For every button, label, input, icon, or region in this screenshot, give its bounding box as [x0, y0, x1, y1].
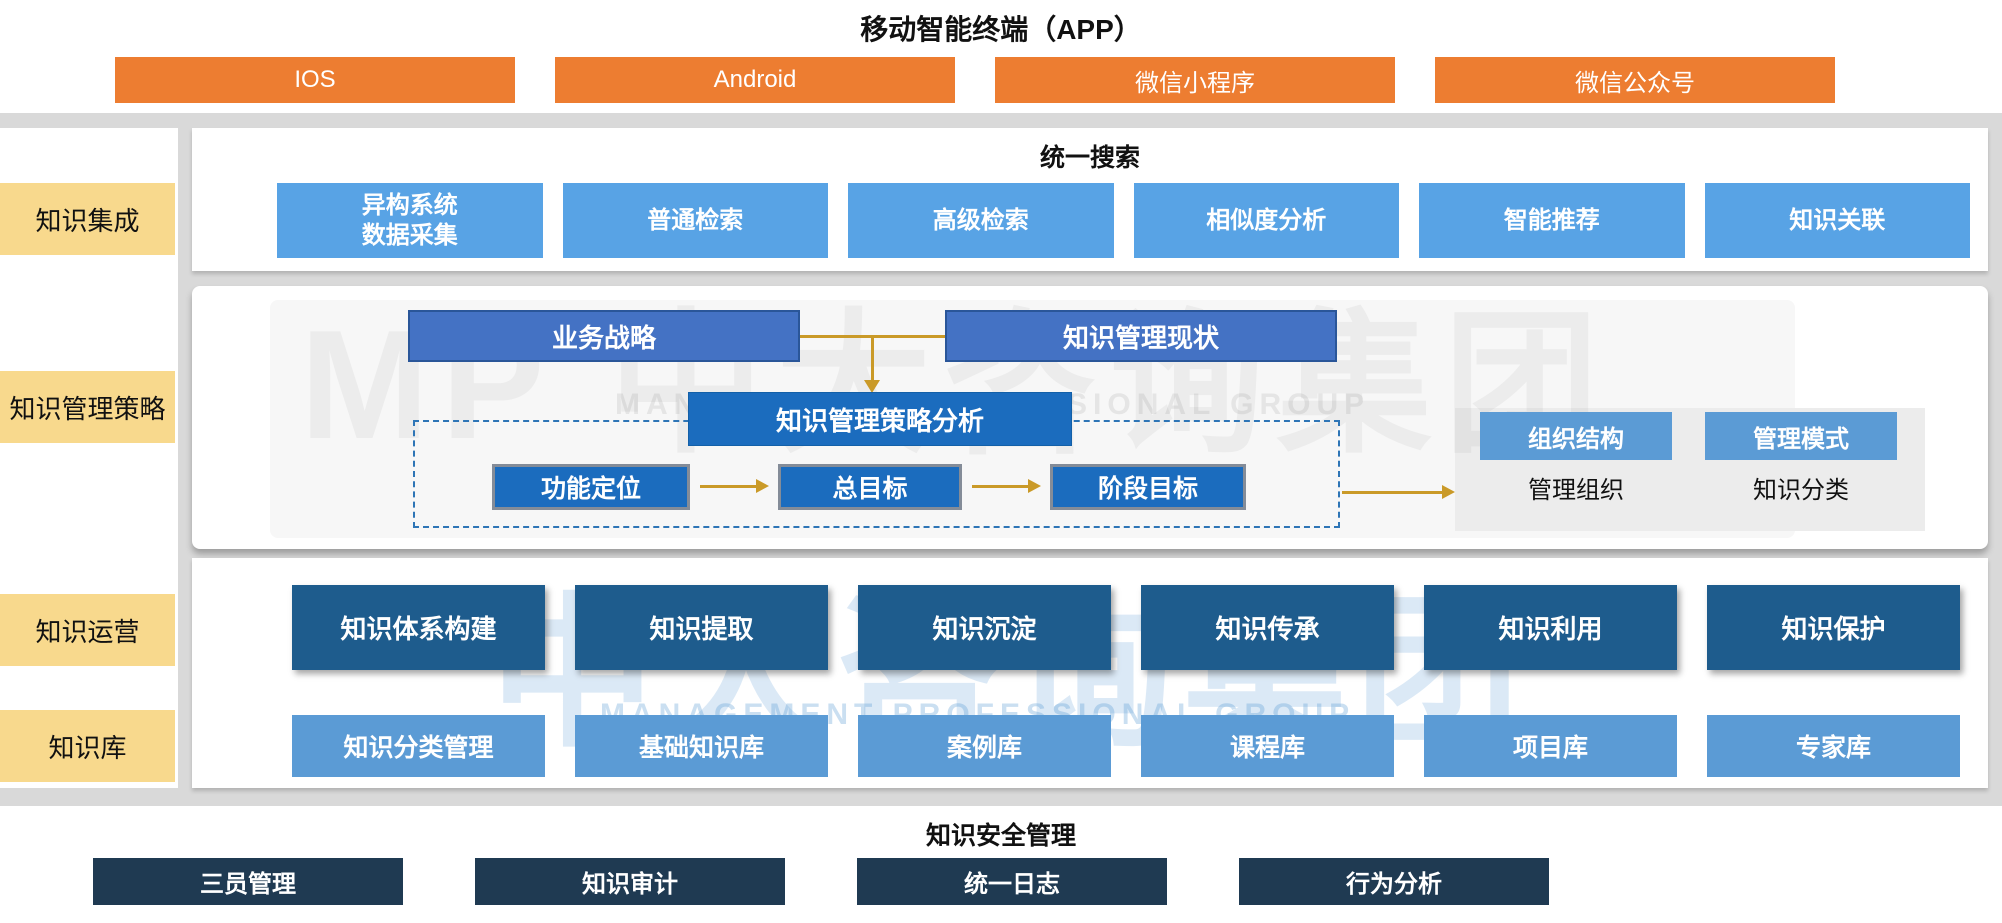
frame-strip-bottom-left [0, 788, 178, 806]
security-row: 三员管理 知识审计 统一日志 行为分析 [93, 858, 1549, 905]
step-phase-goal: 阶段目标 [1050, 464, 1246, 510]
search-box-smart-recommendation: 智能推荐 [1419, 183, 1685, 258]
repository-row: 知识分类管理 基础知识库 案例库 课程库 项目库 专家库 [292, 715, 1960, 777]
connector-vertical [871, 336, 874, 382]
search-box-basic-search: 普通检索 [562, 183, 828, 258]
operation-row: 知识体系构建 知识提取 知识沉淀 知识传承 知识利用 知识保护 [292, 585, 1960, 670]
repo-box-classification-management: 知识分类管理 [292, 715, 545, 777]
panel-operation-repository: 知识体系构建 知识提取 知识沉淀 知识传承 知识利用 知识保护 知识分类管理 基… [192, 558, 1988, 788]
search-box-line1: 异构系统 [361, 191, 458, 219]
sec-box-unified-log: 统一日志 [857, 858, 1167, 905]
security-title: 知识安全管理 [925, 822, 1076, 850]
search-box-advanced-search: 高级检索 [848, 183, 1114, 258]
page-title: 移动智能终端（APP） [860, 14, 1142, 45]
arrow-right-icon-2 [1028, 479, 1041, 493]
search-box-heterogeneous-data-collection: 异构系统 数据采集 [277, 183, 543, 258]
knowledge-classification-label: 知识分类 [1753, 477, 1849, 504]
platform-android: Android [555, 57, 955, 103]
repo-box-basic-knowledge-base: 基础知识库 [575, 715, 828, 777]
arrow-right-icon-3 [1442, 485, 1455, 499]
op-box-system-construction: 知识体系构建 [292, 585, 545, 670]
org-structure-label: 管理组织 [1528, 477, 1624, 504]
step-function-positioning: 功能定位 [492, 464, 690, 510]
panel-unified-search: 统一搜索 异构系统 数据采集 普通检索 高级检索 相似度分析 智能推荐 知识关联 [192, 128, 1988, 271]
sidebar-item-knowledge-integration: 知识集成 [0, 183, 175, 255]
business-strategy-box: 业务战略 [408, 310, 800, 362]
repo-box-project-base: 项目库 [1424, 715, 1677, 777]
op-box-knowledge-utilization: 知识利用 [1424, 585, 1677, 670]
op-box-knowledge-deposition: 知识沉淀 [858, 585, 1111, 670]
repo-box-course-base: 课程库 [1141, 715, 1394, 777]
sidebar-item-km-strategy: 知识管理策略 [0, 371, 175, 443]
step-overall-goal: 总目标 [778, 464, 962, 510]
sidebar-item-knowledge-operation: 知识运营 [0, 594, 175, 666]
panel-km-strategy: 业务战略 知识管理现状 知识管理策略分析 功能定位 总目标 阶段目标 组织结构 … [192, 286, 1988, 549]
op-box-knowledge-protection: 知识保护 [1707, 585, 1960, 670]
arrow-down-icon [864, 380, 880, 393]
sec-box-behavior-analysis: 行为分析 [1239, 858, 1549, 905]
km-strategy-analysis-box: 知识管理策略分析 [688, 392, 1072, 446]
search-box-knowledge-association: 知识关联 [1704, 183, 1970, 258]
platform-row: IOS Android 微信小程序 微信公众号 [115, 57, 1835, 103]
frame-strip-top-left [0, 113, 178, 128]
step-arrow-line-1 [700, 485, 756, 488]
platform-wechat-miniprogram: 微信小程序 [995, 57, 1395, 103]
repo-box-case-base: 案例库 [858, 715, 1111, 777]
platform-wechat-official: 微信公众号 [1435, 57, 1835, 103]
platform-ios: IOS [115, 57, 515, 103]
arrow-right-icon-1 [756, 479, 769, 493]
op-box-knowledge-extraction: 知识提取 [575, 585, 828, 670]
sec-box-knowledge-audit: 知识审计 [475, 858, 785, 905]
management-mode-box: 管理模式 [1705, 412, 1897, 460]
step-arrow-line-2 [972, 485, 1028, 488]
search-box-line2: 数据采集 [361, 221, 458, 249]
km-status-box: 知识管理现状 [945, 310, 1337, 362]
org-structure-box: 组织结构 [1480, 412, 1672, 460]
unified-search-title: 统一搜索 [1039, 144, 1140, 172]
search-box-similarity-analysis: 相似度分析 [1133, 183, 1399, 258]
exit-arrow-line [1342, 491, 1442, 494]
sidebar-item-knowledge-base: 知识库 [0, 710, 175, 782]
sec-box-three-roles-management: 三员管理 [93, 858, 403, 905]
frame-strip-vertical [178, 128, 192, 788]
op-box-knowledge-inheritance: 知识传承 [1141, 585, 1394, 670]
repo-box-expert-base: 专家库 [1707, 715, 1960, 777]
search-feature-row: 异构系统 数据采集 普通检索 高级检索 相似度分析 智能推荐 知识关联 [277, 183, 1970, 258]
